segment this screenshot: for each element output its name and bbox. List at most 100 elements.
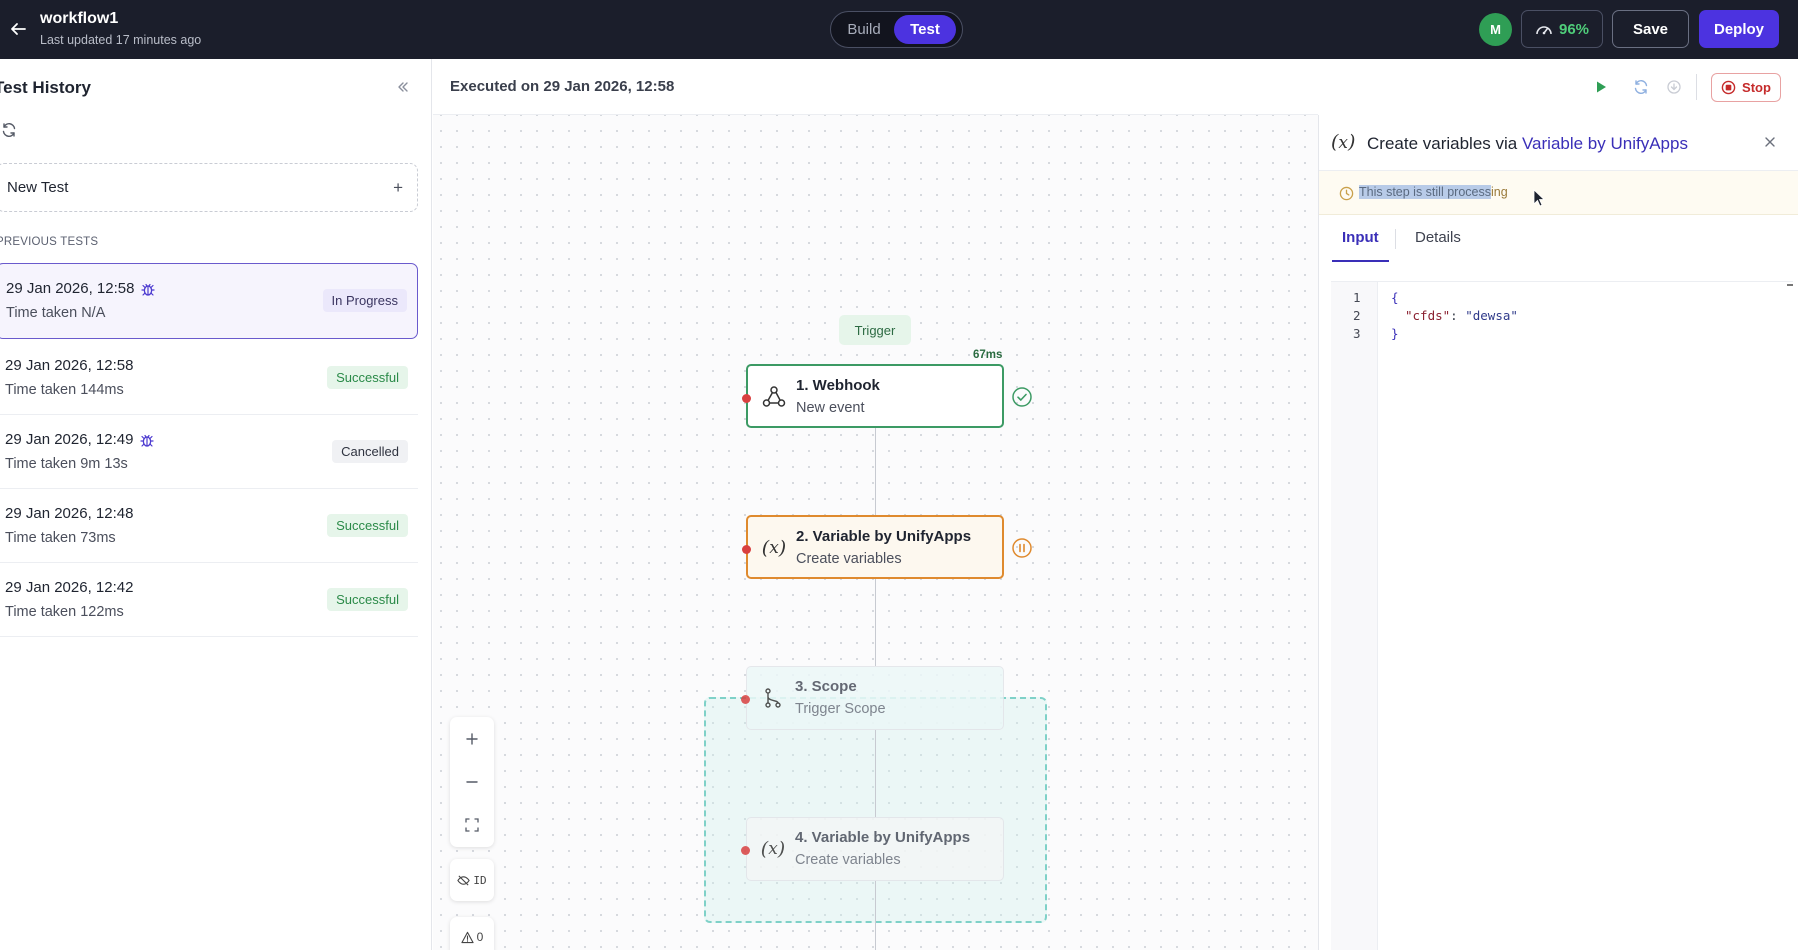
unselected-text: ing: [1490, 185, 1508, 199]
fullscreen-icon: [465, 817, 479, 832]
refresh-button[interactable]: [0, 119, 20, 141]
test-date: 29 Jan 2026, 12:58: [6, 280, 156, 297]
test-date-text: 29 Jan 2026, 12:58: [6, 280, 135, 297]
tab-divider: [1395, 229, 1396, 249]
connection-dot: [741, 846, 750, 855]
test-date: 29 Jan 2026, 12:58: [5, 357, 133, 374]
node-title: 2. Variable by UnifyApps: [796, 528, 972, 545]
step-details-title: Create variables via Variable by UnifyAp…: [1367, 134, 1688, 154]
step-timing: 67ms: [973, 349, 1003, 361]
run-button[interactable]: [1590, 76, 1612, 98]
json-value: "dewsa": [1465, 308, 1518, 323]
minus-icon: [466, 780, 478, 783]
mouse-cursor-icon: [1533, 189, 1545, 207]
step-over-button[interactable]: [1663, 76, 1685, 98]
back-button[interactable]: [4, 15, 32, 43]
code-line: }: [1391, 326, 1399, 341]
step-details-header: (x) Create variables via Variable by Uni…: [1319, 115, 1798, 171]
stop-button[interactable]: Stop: [1711, 73, 1781, 102]
status-badge: Successful: [327, 366, 408, 389]
play-icon: [1597, 81, 1606, 93]
plus-icon: +: [393, 177, 403, 197]
close-panel-button[interactable]: [1759, 131, 1781, 153]
webhook-node[interactable]: 1. Webhook New event: [742, 364, 1004, 428]
test-item[interactable]: 29 Jan 2026, 12:42 Time taken 122ms Succ…: [0, 563, 418, 637]
workflow-title[interactable]: workflow1: [40, 10, 119, 27]
scope-node[interactable]: 3. Scope Trigger Scope: [741, 666, 1004, 730]
app-link[interactable]: Variable by UnifyApps: [1521, 134, 1688, 153]
connection-dot: [742, 545, 751, 554]
trigger-label: Trigger: [839, 315, 911, 345]
node-title: 3. Scope: [795, 678, 857, 695]
bug-icon: [140, 434, 155, 447]
test-date: 29 Jan 2026, 12:42: [5, 579, 133, 596]
test-time-taken: Time taken 122ms: [5, 604, 124, 620]
input-json-editor[interactable]: 1 2 3 { "cfds": "dewsa" }: [1331, 281, 1793, 950]
bug-icon: [141, 283, 156, 296]
test-item[interactable]: 29 Jan 2026, 12:58 Time taken N/A In Pro…: [0, 263, 418, 339]
webhook-icon: [760, 383, 788, 411]
check-circle-icon: [1012, 387, 1032, 407]
refresh-icon: [2, 123, 16, 137]
details-tabs: Input Details: [1319, 215, 1798, 263]
test-item[interactable]: 29 Jan 2026, 12:48 Time taken 73ms Succe…: [0, 489, 418, 563]
node-title: 4. Variable by UnifyApps: [795, 829, 971, 846]
json-key: "cfds": [1405, 308, 1451, 323]
code-line: "cfds": "dewsa": [1405, 308, 1518, 323]
tab-input[interactable]: Input: [1342, 229, 1379, 246]
arrow-left-icon: [11, 23, 26, 35]
fit-view-button[interactable]: [450, 803, 494, 846]
deploy-button[interactable]: Deploy: [1699, 10, 1779, 48]
toggle-id-button[interactable]: ID: [450, 859, 494, 901]
collapse-panel-button[interactable]: [393, 77, 413, 97]
new-test-button[interactable]: New Test +: [0, 163, 418, 212]
executed-on-text: Executed on 29 Jan 2026, 12:58: [450, 78, 675, 95]
status-badge: Successful: [327, 588, 408, 611]
status-badge: In Progress: [322, 289, 407, 312]
zoom-in-button[interactable]: [450, 717, 494, 760]
score-value: 96%: [1558, 20, 1590, 38]
test-item[interactable]: 29 Jan 2026, 12:58 Time taken 144ms Succ…: [0, 341, 418, 415]
scroll-marker: [1787, 284, 1793, 286]
save-button[interactable]: Save: [1612, 10, 1689, 48]
toolbar-divider: [1696, 74, 1697, 100]
zoom-out-button[interactable]: [450, 760, 494, 803]
test-mode-button[interactable]: Test: [894, 15, 956, 44]
line-number: 1: [1353, 290, 1361, 305]
status-badge: Cancelled: [332, 440, 408, 463]
connector-line: [875, 579, 876, 666]
build-mode-button[interactable]: Build: [847, 21, 881, 38]
user-avatar[interactable]: M: [1479, 13, 1512, 46]
line-number-gutter: [1331, 282, 1378, 950]
node-subtitle: New event: [796, 400, 865, 416]
test-item[interactable]: 29 Jan 2026, 12:49 Time taken 9m 13s Can…: [0, 415, 418, 489]
node-subtitle: Create variables: [796, 551, 902, 567]
last-updated-text: Last updated 17 minutes ago: [40, 33, 202, 47]
connection-dot: [742, 394, 751, 403]
canvas-header: Executed on 29 Jan 2026, 12:58: [433, 59, 1318, 115]
variable-node[interactable]: (x) 4. Variable by UnifyApps Create vari…: [741, 817, 1004, 881]
line-number: 2: [1353, 308, 1361, 323]
connector-line: [875, 730, 876, 817]
variable-node[interactable]: (x) 2. Variable by UnifyApps Create vari…: [742, 515, 1004, 579]
workflow-canvas[interactable]: Executed on 29 Jan 2026, 12:58 Trigger 6…: [433, 59, 1318, 950]
test-time-taken: Time taken N/A: [6, 305, 106, 321]
tab-details[interactable]: Details: [1415, 229, 1461, 246]
performance-score-button[interactable]: 96%: [1521, 10, 1603, 48]
connector-line: [875, 428, 876, 515]
test-time-taken: Time taken 73ms: [5, 530, 116, 546]
clock-icon: [1339, 186, 1354, 201]
refresh-icon: [1634, 80, 1648, 94]
mode-toggle: Build Test: [830, 11, 963, 48]
previous-tests-label: PREVIOUS TESTS: [0, 236, 99, 248]
test-time-taken: Time taken 9m 13s: [5, 456, 128, 472]
id-label: ID: [473, 873, 487, 887]
warning-icon: [461, 931, 474, 943]
warnings-button[interactable]: 0: [450, 917, 494, 950]
connector-line: [875, 881, 876, 950]
processing-banner: This step is still processing: [1319, 171, 1798, 215]
stop-label: Stop: [1742, 80, 1771, 95]
rerun-button[interactable]: [1630, 76, 1652, 98]
connection-dot: [741, 695, 750, 704]
pause-circle-icon: [1012, 538, 1032, 558]
